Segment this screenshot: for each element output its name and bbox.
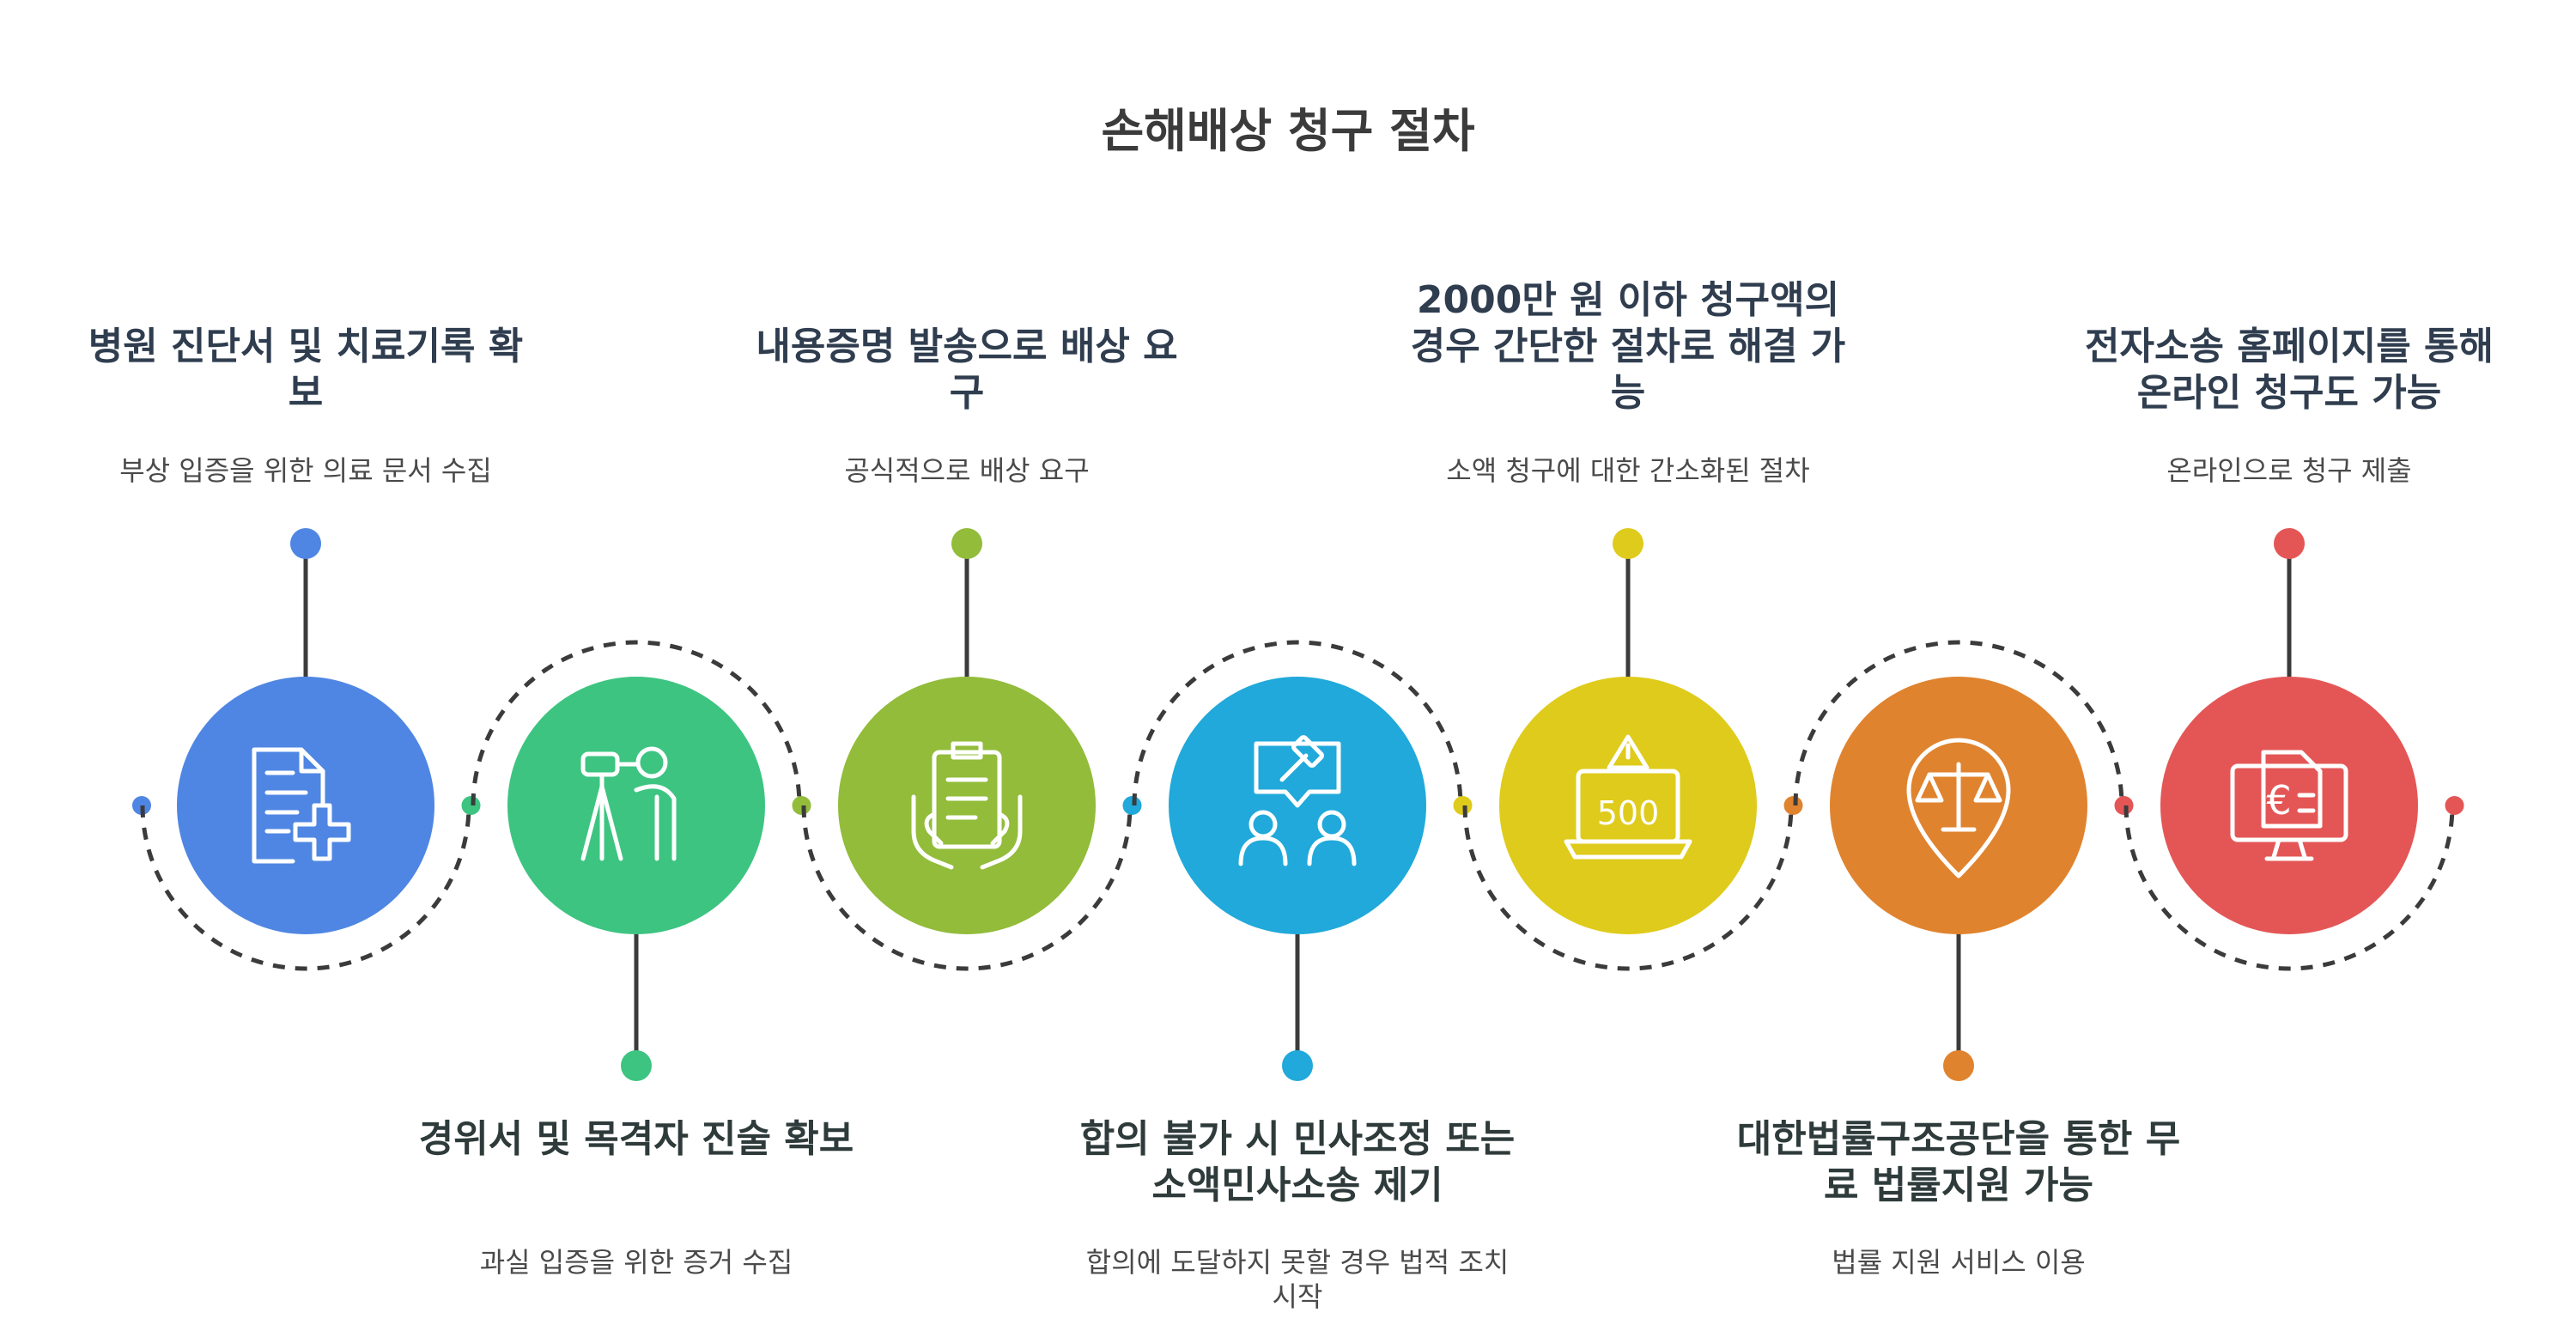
document-in-hands-icon — [911, 741, 1023, 870]
step-node — [507, 677, 765, 934]
step-circle — [838, 677, 1096, 934]
step-node — [1169, 677, 1426, 934]
step-connector-arc — [471, 640, 802, 806]
step-connector-arc — [801, 805, 1133, 971]
step-description: 소액 청구에 대한 간소화된 절차 — [1446, 454, 1810, 487]
step-description: 공식적으로 배상 요구 — [844, 454, 1090, 487]
step-connector-arc — [1132, 640, 1463, 806]
step-description: 과실 입증을 위한 증거 수집 — [479, 1246, 793, 1279]
step-title: 2000만 원 이하 청구액의 경우 간단한 절차로 해결 가능 — [1410, 278, 1846, 415]
step-anchor-dot — [621, 1050, 652, 1081]
step-anchor-dot — [951, 528, 982, 559]
connector-arcs — [132, 640, 2464, 971]
step-circles: 500 € — [177, 677, 2418, 934]
step-circle — [1499, 677, 1757, 934]
step-connector-arc — [2123, 805, 2455, 971]
step-circle — [2160, 677, 2418, 934]
baseline-dot — [2445, 796, 2464, 815]
step-description: 합의에 도달하지 못할 경우 법적 조치 시작 — [1085, 1246, 1510, 1313]
step-anchor-dot — [1943, 1050, 1974, 1081]
step-title: 경위서 및 목격자 진술 확보 — [418, 1117, 854, 1161]
step-description: 부상 입증을 위한 의료 문서 수집 — [119, 454, 492, 487]
step-node — [177, 677, 434, 934]
connector-stems — [290, 528, 2305, 1081]
step-node — [838, 677, 1096, 934]
euro-sign-text: € — [2266, 777, 2291, 824]
step-title: 병원 진단서 및 치료기록 확보 — [88, 325, 524, 415]
step-description: 온라인으로 청구 제출 — [2166, 454, 2412, 487]
medical-document-icon — [252, 747, 351, 864]
amount-500-text: 500 — [1597, 794, 1660, 832]
step-anchor-dot — [1613, 528, 1643, 559]
step-anchor-dot — [1282, 1050, 1313, 1081]
mediation-gavel-icon — [1238, 735, 1357, 866]
online-euro-document-icon: € — [2230, 750, 2348, 861]
step-circle — [177, 677, 434, 934]
step-connector-arc — [1462, 805, 1794, 971]
step-anchor-dot — [290, 528, 321, 559]
step-title: 전자소송 홈페이지를 통해 온라인 청구도 가능 — [2085, 325, 2494, 415]
step-connector-arc — [140, 805, 471, 971]
witness-binoculars-icon — [580, 746, 677, 861]
step-description: 법률 지원 서비스 이용 — [1832, 1246, 2086, 1279]
step-node: 500 — [1499, 677, 1757, 934]
step-anchor-dot — [2274, 528, 2305, 559]
diagram-title: 손해배상 청구 절차 — [1101, 104, 1475, 158]
step-title: 합의 불가 시 민사조정 또는 소액민사소송 제기 — [1079, 1117, 1516, 1207]
step-connector-arc — [1793, 640, 2124, 806]
scales-of-justice-icon — [1906, 738, 2011, 878]
step-node — [1830, 677, 2087, 934]
step-node: € — [2160, 677, 2418, 934]
laptop-warning-500-icon: 500 — [1564, 734, 1692, 860]
step-circle — [507, 677, 765, 934]
step-title: 대한법률구조공단을 통한 무료 법률지원 가능 — [1736, 1117, 2181, 1207]
step-title: 내용증명 발송으로 배상 요구 — [756, 325, 1178, 415]
